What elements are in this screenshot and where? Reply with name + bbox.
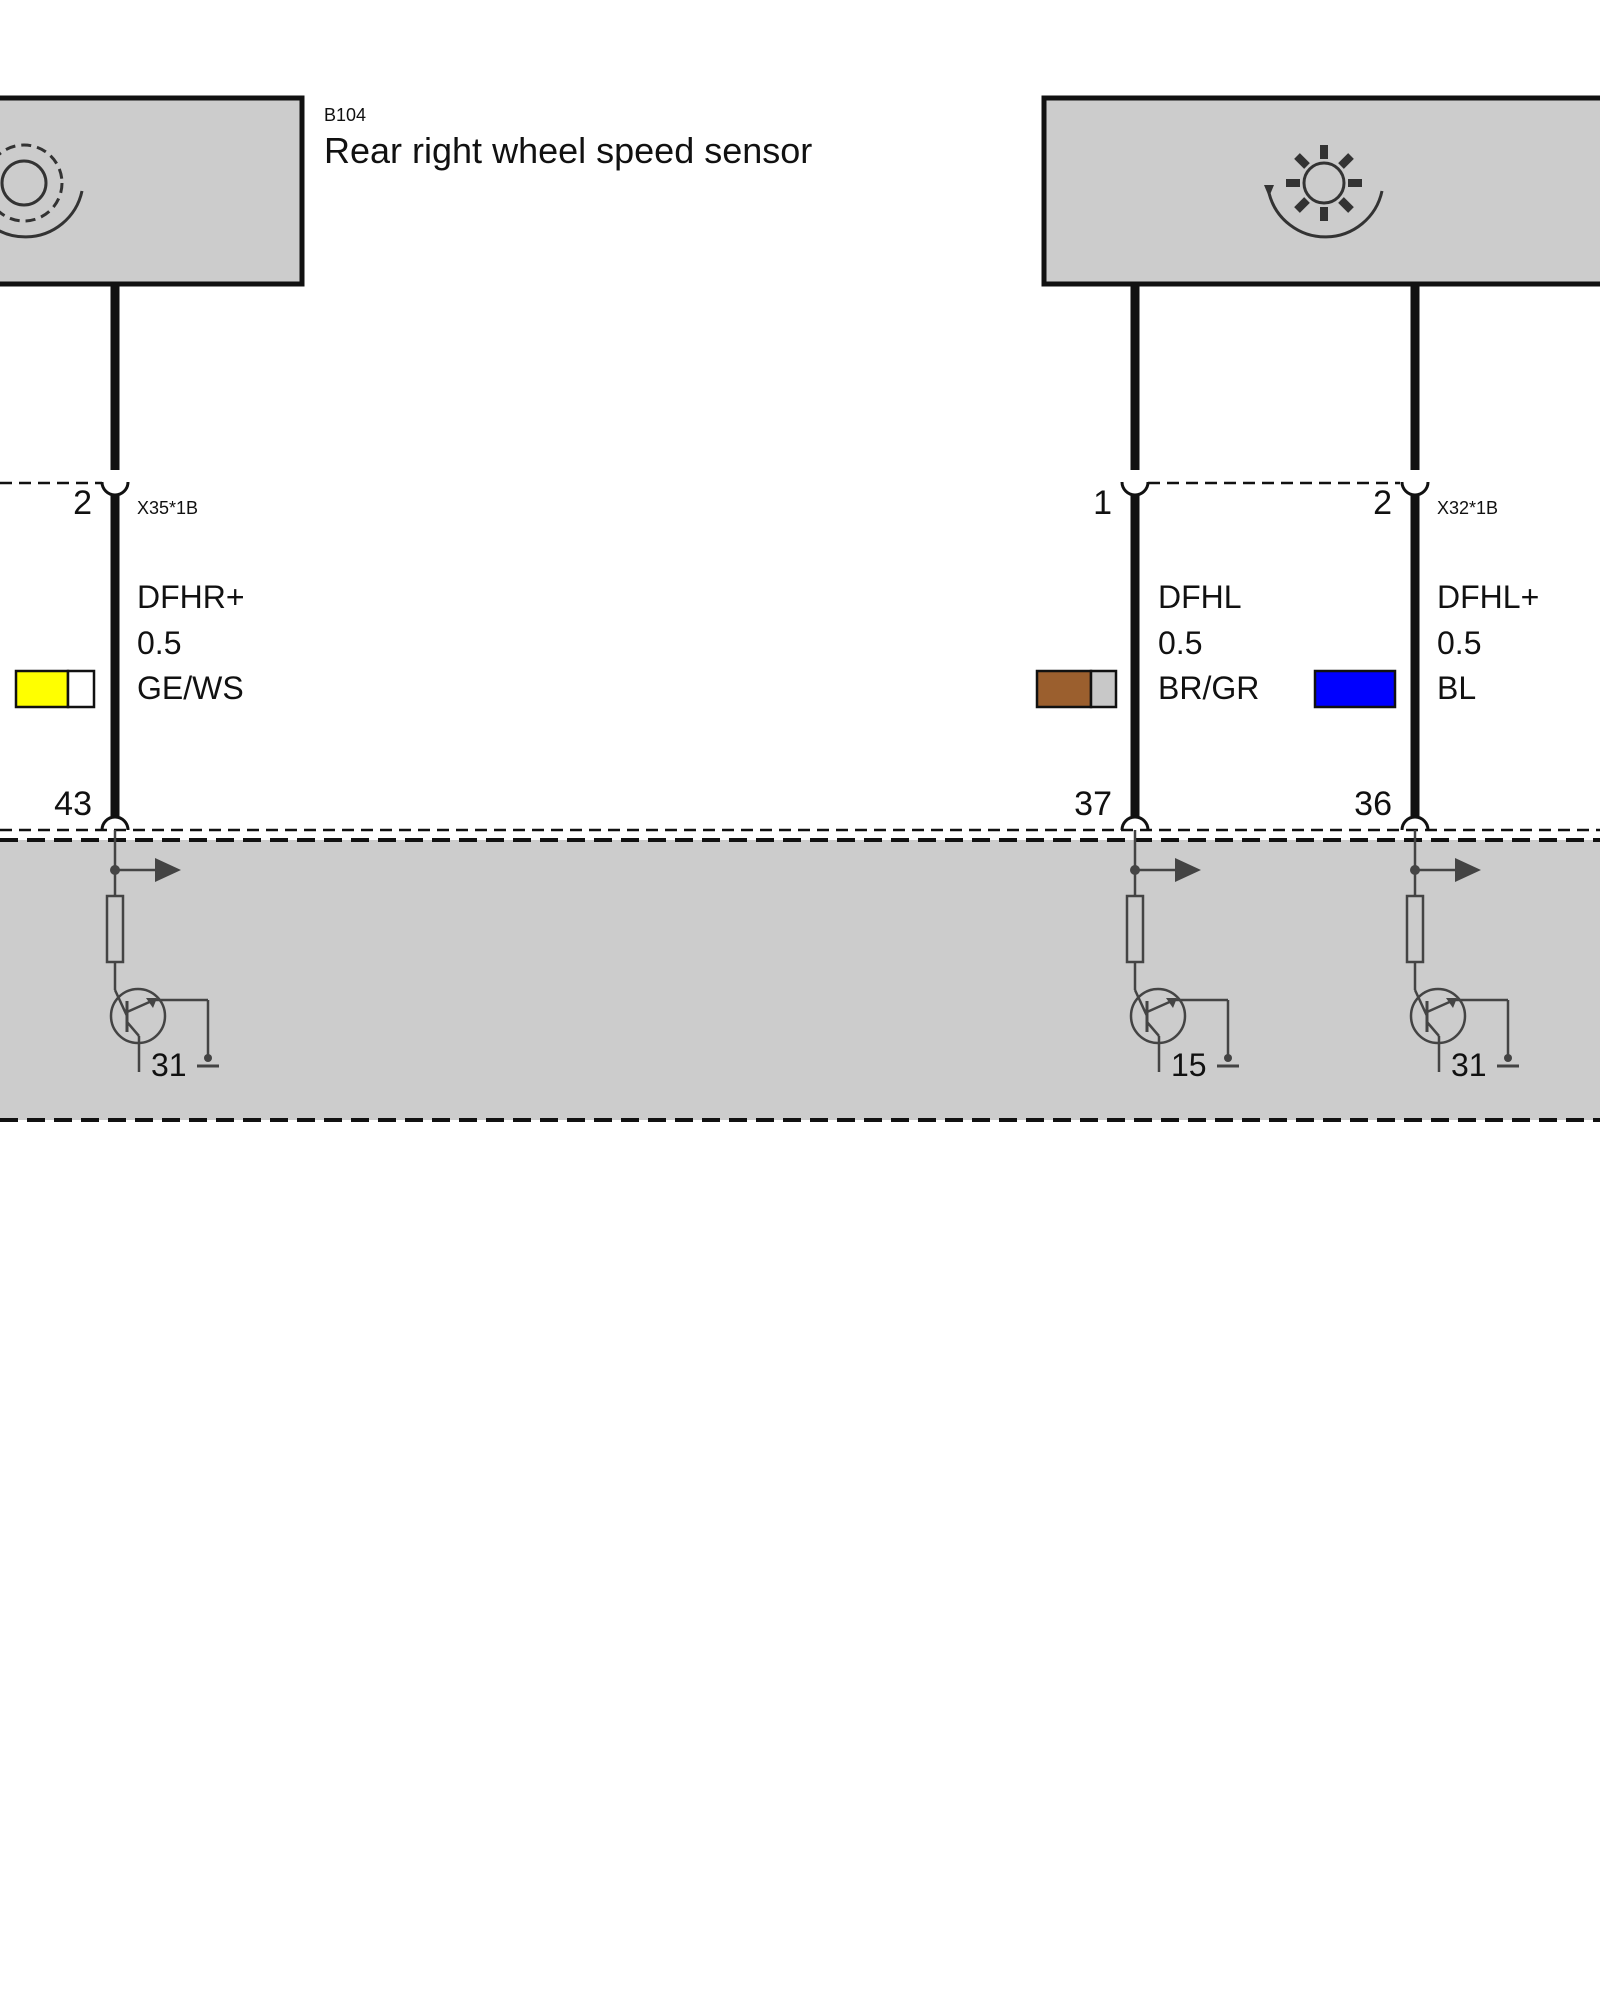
sensor-code: B104 [324, 105, 366, 125]
transistor-collector [1146, 1021, 1160, 1037]
output-arrow-icon [1175, 858, 1201, 882]
wire-color-swatch-secondary [1089, 669, 1118, 709]
wire-dfhl-plus: 2 36 DFHL+ 0.5 BL [1313, 284, 1539, 831]
internal-circuits: 31 15 31 [105, 830, 1519, 1083]
pin-top-label: 1 [1093, 484, 1112, 522]
ground-dot [204, 1054, 212, 1062]
gear-icon [1264, 145, 1384, 239]
transistor-base-lead [1133, 989, 1149, 1017]
wire-dfhr-plus: 2 43 DFHR+ 0.5 GE/WS [14, 284, 245, 831]
ground-dot [1224, 1054, 1232, 1062]
connector-label-right: X32*1B [1437, 498, 1498, 518]
wire-dfhl: 1 37 DFHL 0.5 BR/GR [1035, 284, 1259, 831]
wire-gauge-label: 0.5 [137, 625, 181, 661]
sensor-box-left [0, 95, 305, 287]
ground-terminal-label: 31 [151, 1047, 187, 1083]
wire-gauge-label: 0.5 [1437, 625, 1481, 661]
ground-terminal-label: 31 [1451, 1047, 1487, 1083]
pin-bottom-label: 37 [1074, 785, 1112, 823]
transistor-base-lead [1413, 989, 1429, 1017]
ground-terminal-label: 15 [1171, 1047, 1207, 1083]
wire-signal-label: DFHL+ [1437, 579, 1539, 615]
gear-icon [0, 143, 84, 239]
control-module-body [0, 840, 1600, 1120]
wire-color-swatch-primary [1035, 669, 1093, 709]
wire-signal-label: DFHR+ [137, 579, 245, 615]
wire-color-swatch-primary [14, 669, 70, 709]
sensor-name: Rear right wheel speed sensor [324, 130, 812, 171]
connector-label-left: X35*1B [137, 498, 198, 518]
pin-top-label: 2 [73, 484, 92, 522]
transistor-collector [126, 1021, 140, 1037]
output-arrow-icon [1455, 858, 1481, 882]
wire-color-label: BR/GR [1158, 670, 1259, 706]
wire-color-label: GE/WS [137, 670, 244, 706]
output-arrow-icon [155, 858, 181, 882]
pin-bottom-label: 36 [1354, 785, 1392, 823]
pin-bottom-label: 43 [54, 785, 92, 823]
wire-signal-label: DFHL [1158, 579, 1242, 615]
wire-gauge-label: 0.5 [1158, 625, 1202, 661]
wire-color-swatch-primary [1313, 669, 1397, 709]
second-wheel-speed-sensor [1041, 95, 1600, 287]
pin-top-label: 2 [1373, 484, 1392, 522]
rear-right-wheel-speed-sensor [0, 95, 305, 287]
ground-dot [1504, 1054, 1512, 1062]
sensor-box-right [1041, 95, 1600, 287]
transistor-base-lead [113, 989, 129, 1017]
transistor-collector [1426, 1021, 1440, 1037]
wire-color-label: BL [1437, 670, 1476, 706]
wire-color-swatch-secondary [66, 669, 96, 709]
